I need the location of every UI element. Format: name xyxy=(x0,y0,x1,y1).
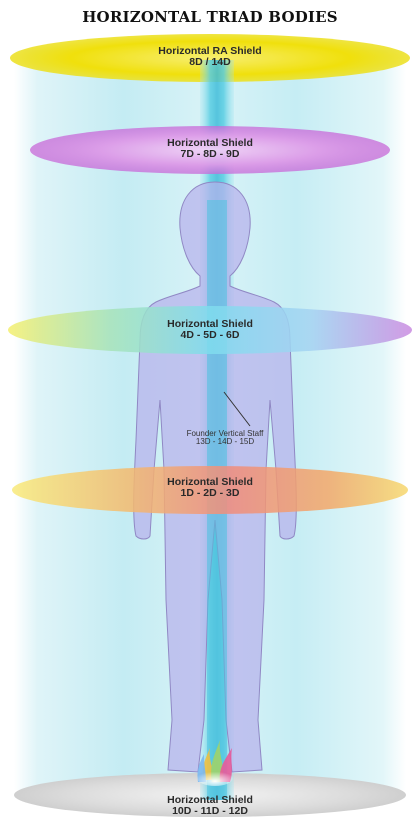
label-staff-dims: 13D - 14D - 15D xyxy=(160,438,290,446)
label-shield-dims: 10D - 11D - 12D xyxy=(0,806,420,817)
label-ra-shield-dims: 8D / 14D xyxy=(0,57,420,68)
label-shield-dims: 1D - 2D - 3D xyxy=(0,488,420,499)
label-shield-10d-11d-12d: Horizontal Shield 10D - 11D - 12D xyxy=(0,795,420,817)
label-shield-1d-2d-3d: Horizontal Shield 1D - 2D - 3D xyxy=(0,477,420,499)
label-shield-dims: 7D - 8D - 9D xyxy=(0,149,420,160)
label-ra-shield: Horizontal RA Shield 8D / 14D xyxy=(0,46,420,68)
label-shield-7d-8d-9d: Horizontal Shield 7D - 8D - 9D xyxy=(0,138,420,160)
label-founder-vertical-staff: Founder Vertical Staff 13D - 14D - 15D xyxy=(160,430,290,447)
label-shield-4d-5d-6d: Horizontal Shield 4D - 5D - 6D xyxy=(0,319,420,341)
diagram-title: HORIZONTAL TRIAD BODIES xyxy=(0,8,420,26)
label-shield-dims: 4D - 5D - 6D xyxy=(0,330,420,341)
